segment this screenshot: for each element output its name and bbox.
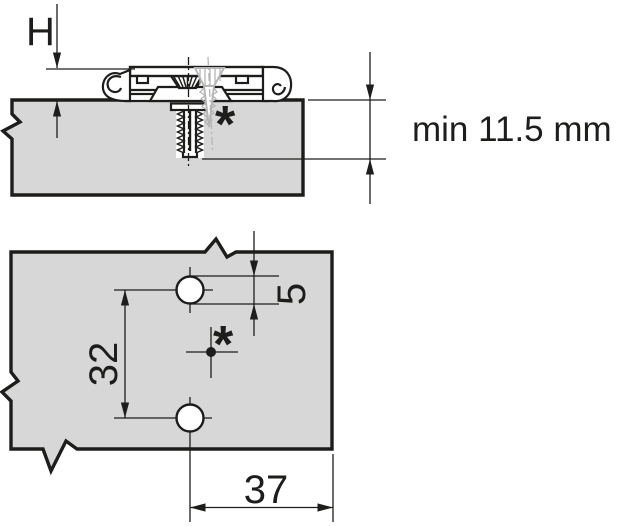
panel-cross-section (0, 98, 305, 197)
hole-circle (175, 403, 205, 433)
plan-view (0, 231, 334, 522)
side-view (0, 4, 386, 204)
arrowhead-up (365, 159, 375, 175)
arrowhead-left (190, 503, 206, 512)
min-panel-depth-label: min 11.5 mm (412, 110, 612, 149)
screw-head-hatching (173, 76, 202, 88)
hole-spacing-label: 32 (82, 341, 126, 387)
position-dot (206, 347, 216, 357)
thread-left (175, 110, 186, 154)
arrowhead-down (52, 52, 62, 68)
screw-tip (181, 153, 199, 159)
front-edge-distance-label: 37 (243, 468, 289, 512)
hole-diameter-label: 5 (270, 282, 314, 306)
dimension-hole-diameter (190, 231, 279, 336)
thread-right (194, 110, 205, 154)
dimension-plate-height (46, 4, 135, 138)
panel-plan (0, 236, 334, 476)
ghost-screw-shank (202, 85, 216, 128)
arrowhead-up (249, 304, 259, 320)
arrowhead-down (120, 402, 130, 418)
dimension-min-depth (202, 52, 386, 204)
arrowhead-down (249, 260, 259, 276)
drilling-position-point (186, 327, 238, 378)
hole-circle (175, 275, 205, 305)
dimension-front-edge-distance (190, 454, 334, 522)
arrowhead-down (365, 84, 375, 100)
plate-height-label: H (26, 10, 55, 54)
arrowhead-right (317, 503, 333, 512)
plan-view-note-marker: * (213, 316, 234, 374)
plate-notch (135, 74, 150, 85)
arrowhead-up (120, 290, 130, 306)
euro-screw (169, 102, 211, 159)
screw-hole-bottom (114, 397, 212, 522)
dimension-hole-spacing (120, 290, 130, 418)
system-screw-ghost (193, 56, 226, 151)
side-view-note-marker: * (215, 96, 236, 154)
plate-notch (234, 74, 250, 85)
